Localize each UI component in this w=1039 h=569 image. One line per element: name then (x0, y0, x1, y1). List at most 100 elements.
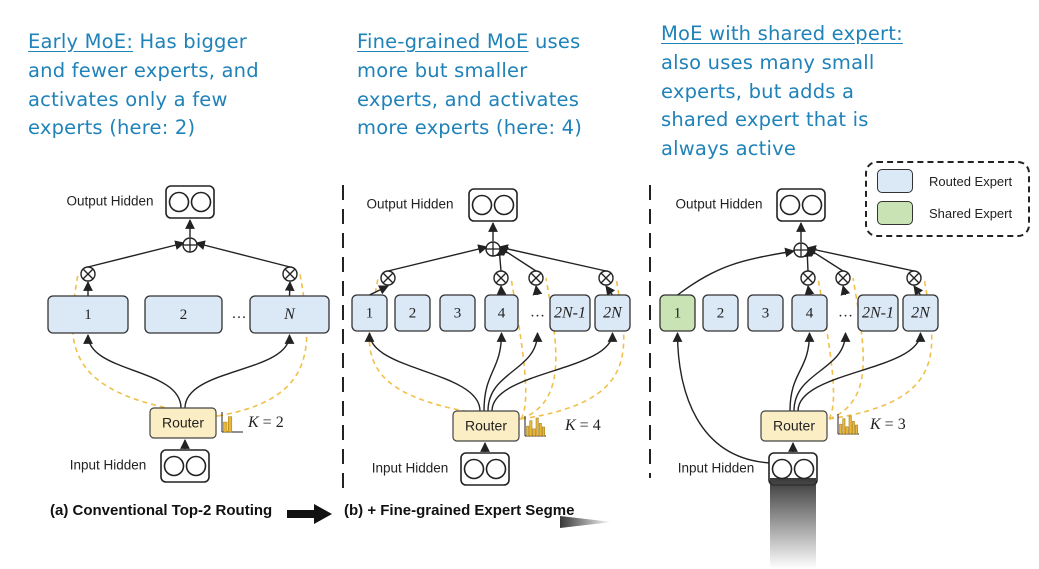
routed-expert-box (902, 294, 939, 332)
gate-node-stroke (530, 272, 542, 284)
input-hidden-node (160, 449, 210, 483)
hidden-circle (771, 458, 793, 480)
hidden-circle (463, 458, 485, 480)
expert-label: 2N (603, 305, 623, 322)
histogram-bar (855, 424, 858, 435)
flow-arrow (195, 240, 291, 268)
routing-dashed-line (71, 273, 219, 417)
fade-artifact (560, 516, 612, 528)
expert-label: 1 (84, 307, 92, 323)
hidden-circle (793, 458, 815, 480)
gate-node-stroke (600, 272, 612, 284)
sum-node (793, 242, 809, 258)
legend-swatch-routed (877, 169, 913, 193)
gate-multiply-node (598, 270, 614, 286)
routed-expert-box (144, 295, 223, 334)
flow-arrow (487, 332, 543, 412)
histogram-bar (532, 428, 536, 437)
flow-arrow (284, 281, 295, 297)
routing-dashed-line (828, 277, 865, 420)
histogram-bar (223, 421, 228, 433)
histogram-bar (842, 418, 846, 435)
routed-expert-box (791, 294, 828, 332)
gate-multiply-node (906, 270, 922, 286)
routed-expert-box (394, 294, 431, 332)
top-k-label: K = 3 (869, 416, 906, 433)
annotation-fine-grained-moe-text: uses more but smaller experts, and activ… (357, 30, 583, 140)
histogram-bar (228, 416, 233, 433)
flow-arrow (804, 285, 815, 296)
input-hidden-node (460, 452, 510, 486)
router-box (149, 407, 217, 439)
gate-multiply-node (528, 270, 544, 286)
routing-dashed-line (368, 277, 522, 420)
routed-expert-box (857, 294, 899, 332)
routed-expert-box (747, 294, 784, 332)
expert-ellipsis: … (530, 304, 545, 320)
expert-label: 3 (454, 305, 462, 321)
flow-arrow (483, 332, 507, 412)
routed-expert-box (439, 294, 476, 332)
histogram-bar (538, 423, 542, 437)
expert-label: 2 (717, 305, 725, 321)
gate-multiply-node (800, 270, 816, 286)
routed-expert-box (549, 294, 591, 332)
expert-label: 3 (762, 305, 770, 321)
annotation-fine-grained-moe-title: Fine-grained MoE (357, 30, 529, 53)
hidden-circle (190, 191, 212, 213)
hidden-circle (185, 455, 207, 477)
output-hidden-label: Output Hidden (675, 197, 762, 212)
histogram-bar (529, 420, 533, 437)
flow-arrow (184, 334, 295, 409)
caption-conventional-routing: (a) Conventional Top-2 Routing (50, 502, 273, 519)
annotation-shared-expert-moe-title: MoE with shared expert: (661, 22, 903, 45)
caption-fine-grained-segmentation: (b) + Fine-grained Expert Segme (344, 502, 575, 519)
flow-arrow (672, 332, 772, 464)
flow-arrow (496, 285, 507, 296)
expert-ellipsis: … (232, 306, 247, 322)
router-score-histogram-icon (524, 416, 546, 437)
router-box (452, 410, 520, 442)
legend-label-shared: Shared Expert (929, 205, 1013, 221)
flow-arrow (83, 334, 182, 409)
caption-arrow (287, 504, 332, 524)
flow-arrow (498, 244, 607, 272)
gate-multiply-node (282, 266, 298, 282)
annotation-early-moe-title: Early MoE: (28, 30, 134, 53)
histogram-bar (851, 421, 855, 435)
input-hidden-label: Input Hidden (678, 461, 755, 476)
hidden-circle (779, 194, 801, 216)
shared-expert-box (659, 294, 696, 332)
gate-multiply-node (493, 270, 509, 286)
routed-expert-box (249, 295, 330, 334)
gate-multiply-node (80, 266, 96, 282)
histogram-bar (848, 415, 852, 435)
annotation-shared-expert-moe-text: also uses many small experts, but adds a… (661, 50, 875, 161)
top-k-label: K = 4 (564, 417, 601, 434)
legend-item-routed: Routed Expert (877, 168, 1012, 194)
expert-label: 2 (180, 307, 188, 323)
routed-expert-box (484, 294, 519, 332)
expert-label: 1 (674, 305, 682, 321)
gate-node-stroke (495, 272, 507, 284)
flow-arrow (789, 332, 815, 412)
annotation-early-moe-text: Has bigger and fewer experts, and activa… (28, 30, 259, 140)
histogram-bar (839, 423, 843, 435)
router-label: Router (773, 418, 815, 434)
routing-dashed-line (217, 273, 308, 417)
flow-arrow (364, 332, 481, 412)
router-label: Router (162, 415, 204, 431)
flow-arrow (677, 247, 795, 296)
legend-label-routed: Routed Expert (929, 173, 1013, 189)
output-hidden-node (468, 188, 518, 222)
routed-expert-box (351, 294, 388, 332)
routed-expert-box (47, 295, 129, 334)
hidden-circle (801, 194, 823, 216)
expert-label: 2N-1 (862, 305, 894, 322)
input-hidden-label: Input Hidden (70, 458, 147, 473)
gate-node-stroke (82, 268, 94, 280)
expert-ellipsis: … (838, 304, 853, 320)
fade-artifact (770, 478, 816, 569)
gate-node-stroke (802, 272, 814, 284)
